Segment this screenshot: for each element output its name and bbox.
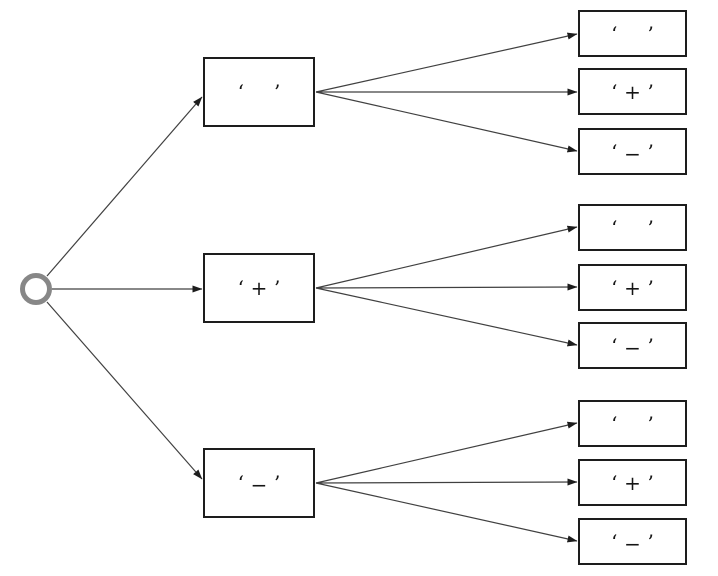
edge-branch-0-to-leaf-0 xyxy=(315,32,578,93)
edge-branch-2-to-leaf-1 xyxy=(315,478,578,486)
leaf-symbol: + xyxy=(624,79,641,104)
leaf-node-plus-plus: ‘+’ xyxy=(578,264,687,311)
branch-node-minus: ‘−’ xyxy=(203,448,315,518)
open-quote: ‘ xyxy=(611,215,618,240)
leaf-symbol: − xyxy=(624,531,641,556)
close-quote: ’ xyxy=(647,411,654,436)
leaf-node-blank-blank: ‘’ xyxy=(578,10,687,57)
edge-branch-2-to-leaf-2 xyxy=(315,482,578,543)
open-quote: ‘ xyxy=(611,470,618,495)
open-quote: ‘ xyxy=(611,21,618,46)
leaf-node-plus-minus: ‘−’ xyxy=(578,322,687,369)
leaf-node-blank-minus: ‘−’ xyxy=(578,128,687,175)
open-quote: ‘ xyxy=(237,80,244,104)
open-quote: ‘ xyxy=(611,529,618,554)
edge-root-to-branch-0 xyxy=(46,96,203,277)
edge-branch-1-to-leaf-1 xyxy=(315,283,578,291)
close-quote: ’ xyxy=(274,471,281,495)
leaf-node-plus-blank: ‘’ xyxy=(578,204,687,251)
root-state-node xyxy=(20,273,52,305)
open-quote: ‘ xyxy=(611,411,618,436)
leaf-symbol: − xyxy=(624,141,641,166)
open-quote: ‘ xyxy=(611,275,618,300)
branch-symbol: − xyxy=(250,473,268,497)
leaf-node-minus-blank: ‘’ xyxy=(578,400,687,447)
edge-branch-1-to-leaf-2 xyxy=(315,287,578,347)
close-quote: ’ xyxy=(647,275,654,300)
edge-branch-1-to-leaf-0 xyxy=(315,225,578,289)
close-quote: ’ xyxy=(647,470,654,495)
close-quote: ’ xyxy=(647,139,654,164)
close-quote: ’ xyxy=(647,333,654,358)
branch-symbol: + xyxy=(250,276,268,300)
close-quote: ’ xyxy=(647,21,654,46)
leaf-symbol: + xyxy=(624,275,641,300)
leaf-node-minus-plus: ‘+’ xyxy=(578,459,687,506)
edge-branch-0-to-leaf-2 xyxy=(315,91,578,153)
edge-root-to-branch-2 xyxy=(46,301,203,480)
close-quote: ’ xyxy=(647,529,654,554)
open-quote: ‘ xyxy=(611,333,618,358)
leaf-symbol: + xyxy=(624,470,641,495)
open-quote: ‘ xyxy=(611,139,618,164)
open-quote: ‘ xyxy=(237,276,244,300)
close-quote: ’ xyxy=(647,215,654,240)
leaf-symbol: − xyxy=(624,335,641,360)
close-quote: ’ xyxy=(274,276,281,300)
close-quote: ’ xyxy=(274,80,281,104)
leaf-node-blank-plus: ‘+’ xyxy=(578,68,687,115)
edge-branch-2-to-leaf-0 xyxy=(315,421,578,484)
open-quote: ‘ xyxy=(237,471,244,495)
leaf-node-minus-minus: ‘−’ xyxy=(578,518,687,565)
open-quote: ‘ xyxy=(611,79,618,104)
close-quote: ’ xyxy=(647,79,654,104)
branch-node-blank: ‘’ xyxy=(203,57,315,127)
branch-node-plus: ‘+’ xyxy=(203,253,315,323)
